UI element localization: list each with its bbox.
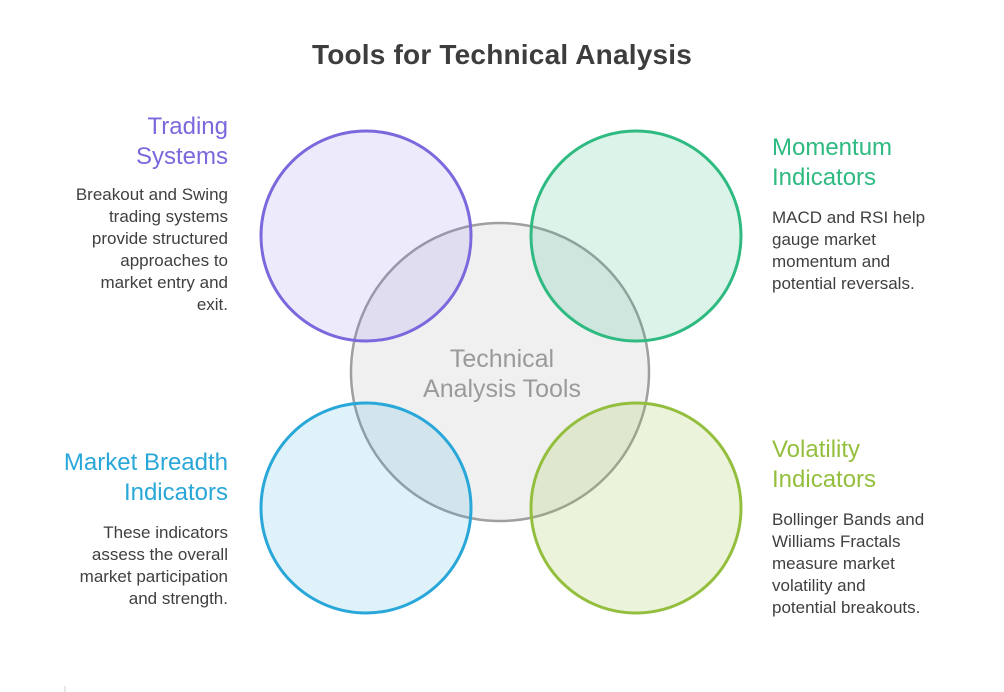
page-title: Tools for Technical Analysis — [311, 39, 693, 70]
trading-systems-circle — [259, 129, 473, 343]
watermark-mark — [64, 686, 66, 692]
volatility-indicators-description: Bollinger Bands and Williams Fractals me… — [772, 510, 925, 617]
volatility-indicators-heading: Volatility Indicators — [772, 436, 877, 493]
trading-systems-description: Breakout and Swing trading systems provi… — [75, 185, 228, 314]
market-breadth-circle — [259, 401, 473, 615]
momentum-indicators-circle — [529, 129, 743, 343]
market-breadth-description: These indicators assess the overall mark… — [79, 523, 228, 608]
center-circle-label: Technical Analysis Tools — [423, 345, 581, 403]
volatility-indicators-circle — [529, 401, 743, 615]
momentum-indicators-heading: Momentum Indicators — [772, 134, 893, 191]
market-breadth-heading: Market Breadth Indicators — [63, 449, 228, 506]
momentum-indicators-description: MACD and RSI help gauge market momentum … — [772, 208, 926, 293]
center-circle — [349, 221, 651, 523]
trading-systems-heading: Trading Systems — [135, 113, 228, 170]
